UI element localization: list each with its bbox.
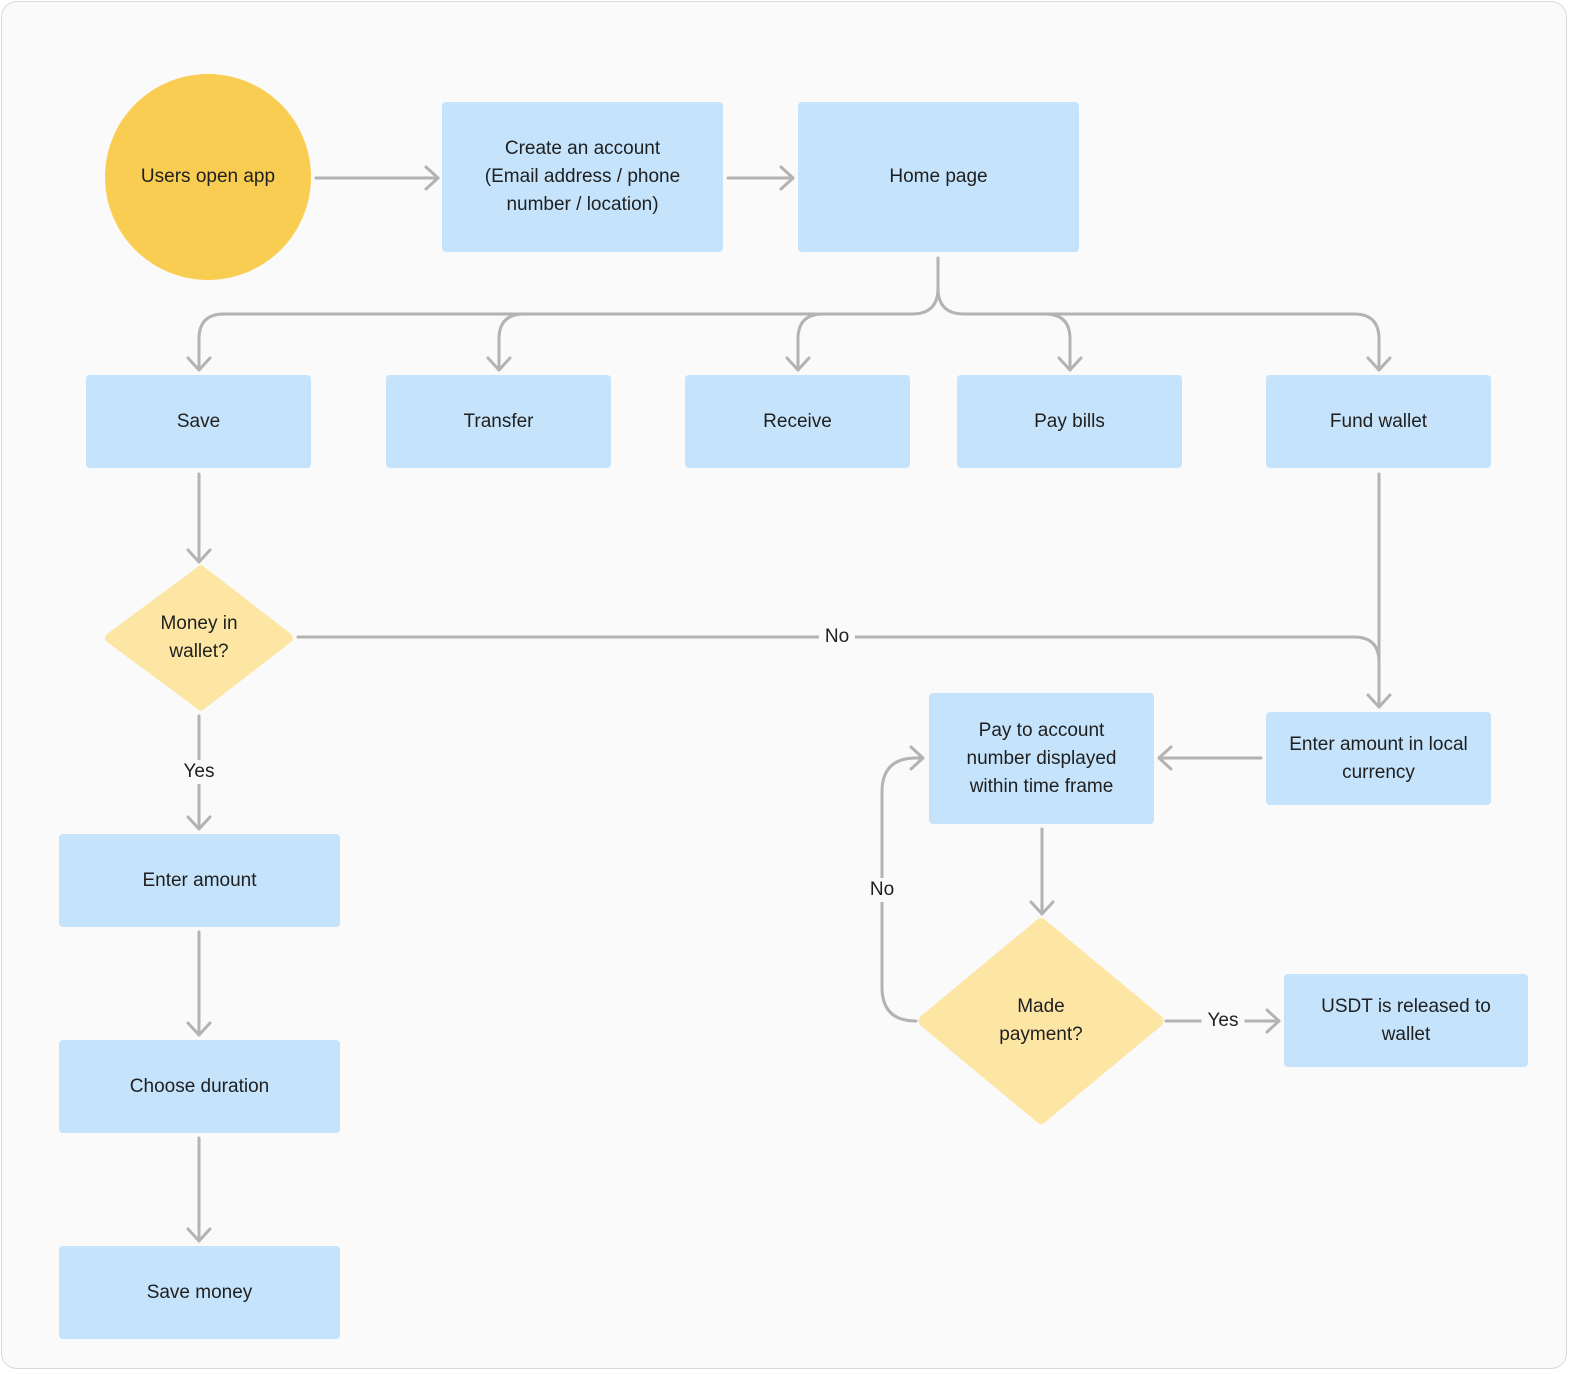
decision-diamond-shape <box>918 918 1164 1124</box>
edge-label-money-yes: Yes <box>177 760 221 784</box>
arrowhead <box>186 356 212 372</box>
transfer-label: Transfer <box>463 410 534 432</box>
fund-wallet-node[interactable]: Fund wallet <box>1266 375 1491 468</box>
arrowhead <box>486 356 512 372</box>
edge-home-to-pay-bills <box>1043 312 1072 372</box>
decision-diamond-shape <box>105 565 293 711</box>
home-page-label: Home page <box>889 166 988 187</box>
choose-duration-node[interactable]: Choose duration <box>59 1040 340 1133</box>
made-payment-label: Made payment? <box>999 996 1083 1045</box>
home-page-node[interactable]: Home page <box>798 102 1079 252</box>
arrowhead <box>1057 356 1083 372</box>
edge-label-payment-no: No <box>863 878 901 902</box>
arrowhead <box>1265 1008 1281 1034</box>
money-in-wallet-decision[interactable]: Money in wallet? <box>103 562 295 714</box>
enter-local-currency-label: Enter amount in local currency <box>1289 733 1468 783</box>
arrowhead <box>424 165 440 191</box>
create-account-label: Create an account (Email address / phone… <box>484 138 681 215</box>
create-account-node[interactable]: Create an account (Email address / phone… <box>442 102 723 252</box>
made-payment-decision[interactable]: Made payment? <box>916 916 1166 1126</box>
arrowhead <box>1029 900 1055 916</box>
arrowhead <box>186 548 212 564</box>
arrowhead <box>186 1227 212 1243</box>
arrowhead <box>186 1021 212 1037</box>
pay-to-account-label: Pay to account number displayed within t… <box>966 719 1117 797</box>
arrowhead <box>1366 693 1392 709</box>
usdt-released-label: USDT is released to wallet <box>1321 995 1491 1045</box>
edge-payment-no <box>880 756 925 1023</box>
choose-duration-label: Choose duration <box>129 1075 270 1097</box>
pay-bills-label: Pay bills <box>1034 410 1105 432</box>
usdt-released-node[interactable]: USDT is released to wallet <box>1284 974 1528 1067</box>
arrowhead <box>785 356 811 372</box>
money-in-wallet-label: Money in wallet? <box>160 613 238 662</box>
enter-local-currency-node[interactable]: Enter amount in local currency <box>1266 712 1491 805</box>
edge-home-to-transfer <box>497 312 526 372</box>
save-label: Save <box>176 410 221 432</box>
edge-home-to-save <box>197 312 914 372</box>
receive-node[interactable]: Receive <box>685 375 910 468</box>
edge-home-trunk-right <box>936 286 1381 372</box>
arrowhead <box>779 165 795 191</box>
receive-label: Receive <box>763 410 832 432</box>
edge-home-to-receive <box>796 312 825 372</box>
arrowhead <box>186 815 212 831</box>
enter-amount-label: Enter amount <box>142 869 257 891</box>
save-money-label: Save money <box>146 1281 253 1303</box>
save-money-node[interactable]: Save money <box>59 1246 340 1339</box>
arrowhead <box>909 745 925 771</box>
enter-amount-node[interactable]: Enter amount <box>59 834 340 927</box>
fund-wallet-label: Fund wallet <box>1329 410 1428 432</box>
edge-home-trunk <box>910 256 940 316</box>
pay-bills-node[interactable]: Pay bills <box>957 375 1182 468</box>
edge-label-money-no: No <box>818 625 856 649</box>
pay-to-account-node[interactable]: Pay to account number displayed within t… <box>929 693 1154 824</box>
save-node[interactable]: Save <box>86 375 311 468</box>
arrowhead <box>1366 356 1392 372</box>
start-node[interactable]: Users open app <box>105 74 311 280</box>
edge-label-payment-yes: Yes <box>1201 1009 1245 1033</box>
arrowhead <box>1157 745 1173 771</box>
start-node-label: Users open app <box>140 166 276 187</box>
transfer-node[interactable]: Transfer <box>386 375 611 468</box>
